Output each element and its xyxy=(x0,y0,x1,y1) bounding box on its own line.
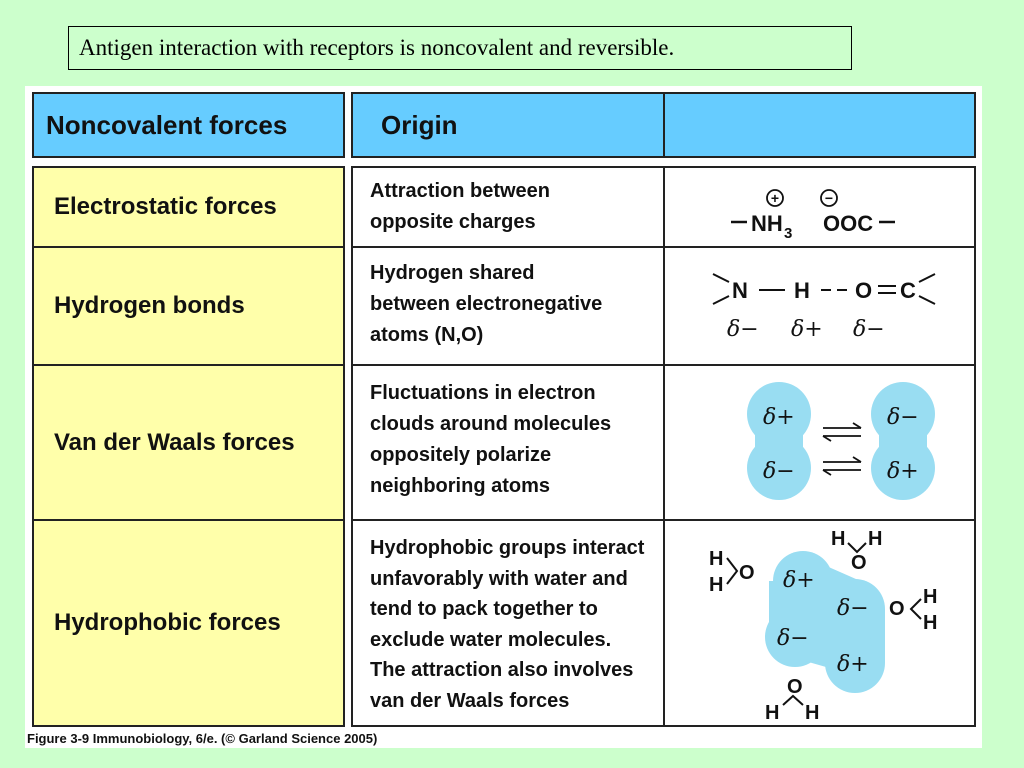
origin-line: oppositely polarize xyxy=(370,444,552,466)
partial-negative-o: δ− xyxy=(853,317,885,342)
h-atom: H xyxy=(765,702,779,724)
partial-positive-b: δ+ xyxy=(837,652,869,677)
hydrophobic-cluster xyxy=(765,551,885,693)
partial-negative-top-right: δ− xyxy=(887,405,919,430)
equilibrium-arrows-icon xyxy=(822,422,862,476)
partial-positive-a: δ+ xyxy=(783,568,815,593)
oxygen-label: O xyxy=(855,278,872,303)
water-molecule-left: H H O xyxy=(709,548,755,596)
header-blank xyxy=(663,92,976,158)
h-atom: H xyxy=(709,574,723,596)
origin-line: neighboring atoms xyxy=(370,475,550,497)
h-atom: H xyxy=(868,528,882,550)
hydrogen-label: H xyxy=(794,278,810,303)
positive-charge-icon xyxy=(766,189,784,207)
partial-negative-a: δ− xyxy=(777,626,809,651)
o-atom: O xyxy=(787,676,803,698)
origin-line: tend to pack together to xyxy=(370,598,598,620)
origin-line: Hydrogen shared xyxy=(370,262,535,284)
origin-line: opposite charges xyxy=(370,211,536,233)
nitrogen-label: N xyxy=(732,278,748,303)
o-atom: O xyxy=(739,562,755,584)
origin-line: between electronegative xyxy=(370,293,603,315)
electron-cloud-right xyxy=(871,382,935,500)
o-atom: O xyxy=(851,552,867,574)
partial-positive-top-left: δ+ xyxy=(763,405,795,430)
negative-charge-icon xyxy=(820,189,838,207)
header-noncovalent-forces: Noncovalent forces xyxy=(32,92,345,158)
noncovalent-forces-figure: Noncovalent forces Origin Electrostatic … xyxy=(25,86,982,748)
origin-electrostatic: Attraction between opposite charges xyxy=(351,166,665,248)
nh-label: NH xyxy=(751,211,783,236)
slide-title: Antigen interaction with receptors is no… xyxy=(68,26,852,70)
diagram-electrostatic: + NH 3 − OOC xyxy=(663,166,976,248)
origin-line: van der Waals forces xyxy=(370,689,570,712)
partial-negative-bottom-left: δ− xyxy=(763,459,795,484)
partial-positive-bottom-right: δ+ xyxy=(887,459,919,484)
origin-line: Attraction between xyxy=(370,180,551,202)
subscript-3: 3 xyxy=(784,225,792,242)
ooc-label: OOC xyxy=(823,211,873,236)
diagram-hydrogen-bonds: N H O C δ− δ+ δ− xyxy=(663,246,976,366)
origin-line: unfavorably with water and xyxy=(370,567,628,590)
origin-line: clouds around molecules xyxy=(370,413,612,435)
force-hydrogen-bonds: Hydrogen bonds xyxy=(32,246,345,366)
origin-line: The attraction also involves xyxy=(370,659,634,681)
partial-negative-b: δ− xyxy=(837,596,869,621)
h-atom: H xyxy=(709,548,723,570)
electron-cloud-left xyxy=(747,382,811,500)
water-molecule-right: O H H xyxy=(889,586,937,634)
diagram-hydrophobic: δ+ δ− δ− δ+ H H O H H O O H H xyxy=(663,519,976,727)
origin-line: Hydrophobic groups interact xyxy=(370,537,645,559)
partial-negative-n: δ− xyxy=(727,317,759,342)
origin-line: exclude water molecules. xyxy=(370,628,612,651)
o-atom: O xyxy=(889,598,905,620)
h-atom: H xyxy=(923,612,937,634)
carbon-label: C xyxy=(900,278,916,303)
water-molecule-top: H H O xyxy=(831,528,882,574)
plus-sign: + xyxy=(771,190,779,206)
water-molecule-bottom: O H H xyxy=(765,676,819,724)
h-atom: H xyxy=(805,702,819,724)
figure-caption: Figure 3-9 Immunobiology, 6/e. (© Garlan… xyxy=(27,731,378,746)
origin-hydrophobic: Hydrophobic groups interact unfavorably … xyxy=(351,519,665,727)
force-electrostatic: Electrostatic forces xyxy=(32,166,345,248)
origin-line: Fluctuations in electron xyxy=(370,382,596,404)
h-atom: H xyxy=(831,528,845,550)
header-origin: Origin xyxy=(351,92,665,158)
force-hydrophobic: Hydrophobic forces xyxy=(32,519,345,727)
origin-hydrogen-bonds: Hydrogen shared between electronegative … xyxy=(351,246,665,366)
minus-sign: − xyxy=(825,190,833,206)
origin-van-der-waals: Fluctuations in electron clouds around m… xyxy=(351,364,665,521)
diagram-van-der-waals: δ+ δ− δ− δ+ xyxy=(663,364,976,521)
origin-line: atoms (N,O) xyxy=(370,324,484,346)
h-atom: H xyxy=(923,586,937,608)
force-van-der-waals: Van der Waals forces xyxy=(32,364,345,521)
partial-positive-h: δ+ xyxy=(791,317,823,342)
